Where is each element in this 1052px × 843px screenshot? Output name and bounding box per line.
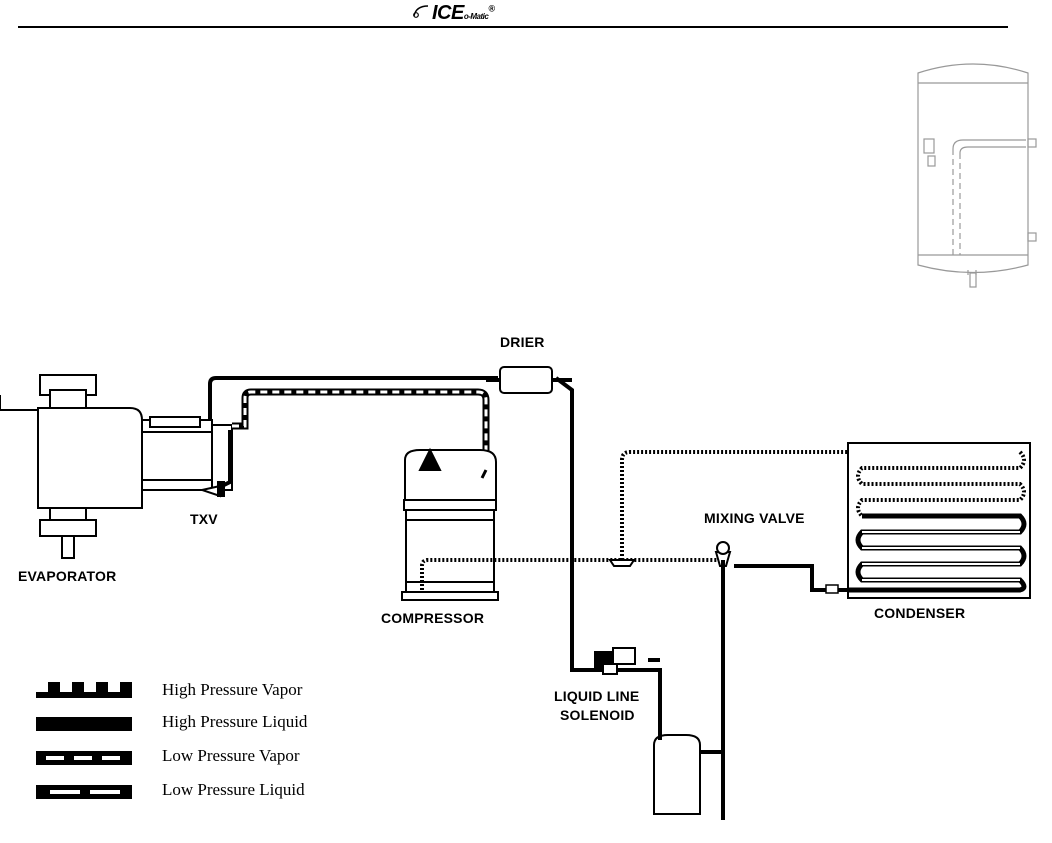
- compressor-suction-stub: [480, 469, 488, 479]
- high-pressure-vapor-swatch: [36, 682, 132, 698]
- low-pressure-vapor-swatch: [36, 751, 132, 765]
- condenser-fitting: [825, 584, 839, 594]
- mixing-valve: [608, 541, 732, 567]
- high-pressure-liquid-swatch: [36, 717, 132, 731]
- txv-valve: [198, 481, 225, 498]
- legend-item: Low Pressure Vapor: [36, 746, 376, 770]
- condenser: [847, 442, 1031, 599]
- legend-label: High Pressure Vapor: [162, 680, 303, 699]
- drier-label: DRIER: [500, 334, 545, 350]
- liquid-line-to-txv: [208, 376, 498, 488]
- legend-item: High Pressure Liquid: [36, 712, 376, 736]
- evaporator-label: EVAPORATOR: [18, 568, 117, 584]
- legend-label: High Pressure Liquid: [162, 712, 308, 731]
- mixing-valve-label: MIXING VALVE: [704, 510, 805, 526]
- liquid-line: [554, 376, 662, 740]
- receiver-tank-drawing: [917, 63, 1037, 288]
- brand-name: ICEo-Matic®: [432, 2, 495, 24]
- receiver: [653, 560, 725, 815]
- drier: [486, 366, 572, 394]
- liquid-line-solenoid-label-line2: SOLENOID: [560, 707, 635, 723]
- legend-item: Low Pressure Liquid: [36, 780, 376, 804]
- legend-label: Low Pressure Liquid: [162, 780, 305, 799]
- legend-item: High Pressure Vapor: [36, 680, 376, 704]
- condenser-liquid-line: [721, 564, 848, 820]
- suction-line: [232, 388, 490, 470]
- legend-label: Low Pressure Vapor: [162, 746, 300, 765]
- logo-swoosh-icon: [413, 5, 429, 18]
- compressor-label: COMPRESSOR: [381, 610, 485, 626]
- condenser-label: CONDENSER: [874, 605, 966, 621]
- header-rule: [18, 26, 1008, 28]
- low-pressure-liquid-swatch: [36, 785, 132, 799]
- brand-logo: ICEo-Matic®: [410, 0, 570, 26]
- liquid-line-solenoid-label-line1: LIQUID LINE: [554, 688, 640, 704]
- discharge-line: [420, 450, 1020, 590]
- liquid-line-solenoid: [594, 647, 636, 675]
- txv-label: TXV: [190, 511, 218, 527]
- compressor: [401, 447, 499, 601]
- evaporator-unit: [0, 374, 233, 559]
